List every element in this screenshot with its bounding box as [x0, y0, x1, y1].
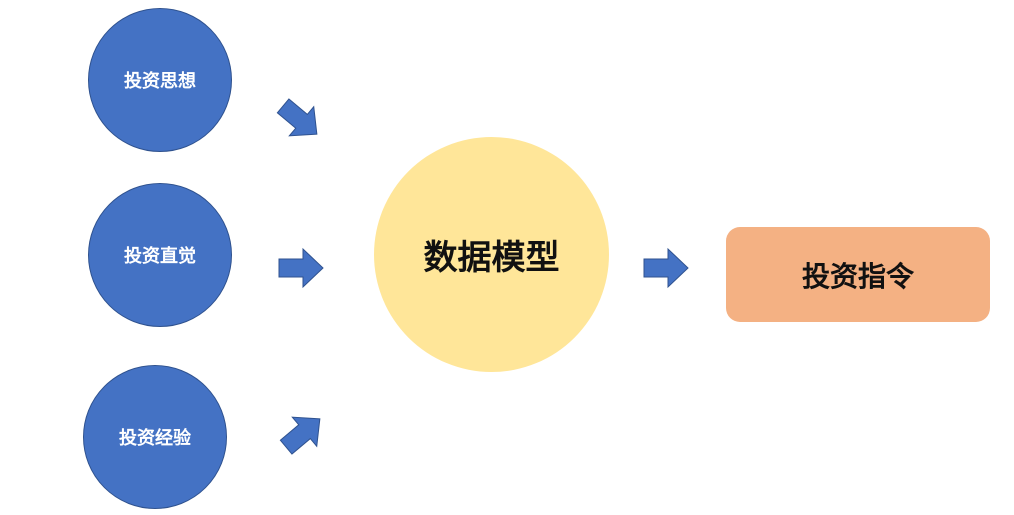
output-node-investment-order: 投资指令	[726, 227, 990, 322]
input-node-investment-thinking: 投资思想	[88, 8, 232, 152]
arrow-right-icon	[643, 247, 689, 289]
input-node-label: 投资直觉	[124, 246, 196, 267]
model-node-label: 数据模型	[423, 238, 560, 278]
input-node-investment-intuition: 投资直觉	[88, 183, 232, 327]
arrow-right-icon	[278, 247, 324, 289]
output-node-label: 投资指令	[801, 259, 914, 293]
input-node-investment-experience: 投资经验	[83, 365, 227, 509]
arrow-right-icon	[271, 91, 329, 148]
model-node-data-model: 数据模型	[374, 137, 609, 372]
arrow-right-icon	[274, 404, 332, 461]
input-node-label: 投资思想	[124, 71, 196, 92]
input-node-label: 投资经验	[119, 428, 191, 449]
